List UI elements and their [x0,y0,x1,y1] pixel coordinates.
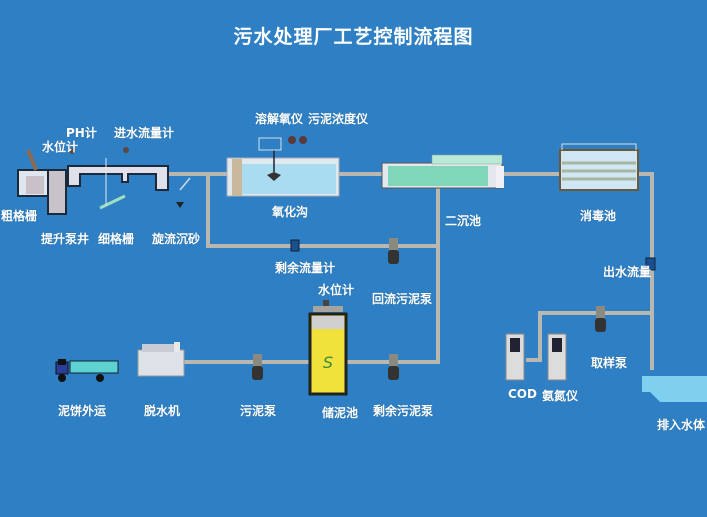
ph-meter-sensor [69,148,75,154]
sludge-storage-tank: S [308,306,348,396]
label-sludge-conc-meter: 污泥浓度仪 [308,112,369,126]
fine-screen-device [99,158,126,210]
label-sludge-storage-tank: 储泥池 [322,406,359,420]
pipe-sample-drop [526,311,542,362]
sludge-truck [55,359,119,382]
sampling-pump-device [595,306,606,332]
dewatering-machine [137,342,185,377]
label-do-meter: 溶解氧仪 [255,112,304,126]
coarse-screen-channel [17,149,49,197]
disinfection-tank [559,143,639,191]
label-sludge-pump: 污泥泵 [240,404,277,418]
label-disinfection-tank: 消毒池 [580,209,617,223]
secondary-clarifier-tank [381,154,504,189]
label-return-sludge-pump: 回流污泥泵 [372,292,433,306]
channel-fine-grit [67,165,169,191]
excess-flow-meter-device [290,239,300,252]
label-sludge-cake-transport: 泥饼外运 [58,404,107,418]
label-sampling-pump: 取样泵 [591,356,628,370]
outflow-meter-device [645,257,656,271]
lift-pump-well [47,169,67,215]
label-ph-meter: PH计 [66,126,97,140]
label-fine-screen: 细格栅 [98,232,135,246]
water-level-meter-2-device [323,300,329,306]
cod-analyzer [505,333,525,381]
sludge-pump-device [252,354,263,380]
label-water-level-meter-2: 水位计 [318,283,355,297]
ammonia-analyzer [547,333,567,381]
label-inflow-meter: 进水流量计 [114,126,175,140]
svg-text:S: S [323,353,333,372]
diagram-title: 污水处理厂工艺控制流程图 [233,26,474,48]
label-outflow-meter: 出水流量 [603,265,652,279]
label-oxidation-ditch: 氧化沟 [272,205,309,219]
label-discharge: 排入水体 [657,418,706,432]
inflow-meter-sensor [123,147,129,153]
label-cod: COD [508,387,537,401]
label-lift-pump-well: 提升泵井 [41,232,90,246]
label-ammonia-meter: 氨氮仪 [542,389,579,403]
return-sludge-pump-device [388,238,399,264]
label-water-level-meter-1: 水位计 [42,140,79,154]
label-coarse-screen: 粗格栅 [1,209,38,223]
pipe-return-loop [206,176,440,248]
label-secondary-clarifier: 二沉池 [445,214,482,228]
pipe-disinfection-outflow [636,172,654,370]
discharge-water-body [642,376,707,402]
label-vortex-grit: 旋流沉砂 [152,232,201,246]
oxidation-ditch-tank [226,136,340,197]
label-dewatering-machine: 脱水机 [144,404,181,418]
label-excess-flow-meter: 剩余流量计 [275,261,336,275]
pipes [166,172,654,370]
excess-sludge-pump-device [388,354,399,380]
vortex-grit-device [176,177,191,208]
label-excess-sludge-pump: 剩余污泥泵 [373,404,434,418]
pipe-clarifier-down [340,188,440,364]
